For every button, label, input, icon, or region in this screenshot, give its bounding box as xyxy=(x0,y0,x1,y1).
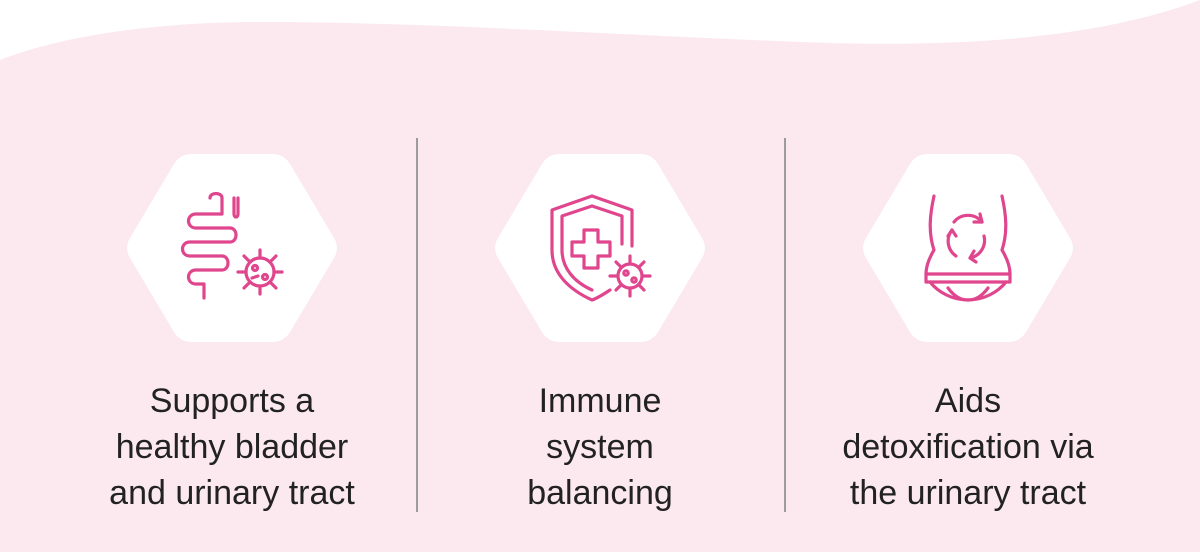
hexagon-shape xyxy=(127,154,337,342)
benefit-description: Aids detoxification via the urinary trac… xyxy=(842,382,1094,512)
column-divider xyxy=(416,138,418,512)
intestine-bacteria-icon xyxy=(180,191,284,300)
hexagon-badge xyxy=(490,150,710,346)
hexagon-shape xyxy=(863,154,1073,342)
hexagon-shape xyxy=(495,154,705,342)
top-wave-decoration xyxy=(0,0,1200,60)
benefit-description: Immune system balancing xyxy=(527,382,673,512)
body-detox-cycle-icon xyxy=(924,194,1012,302)
column-divider xyxy=(784,138,786,512)
hexagon-badge xyxy=(122,150,342,346)
benefit-card-detox: Aids detoxification via the urinary trac… xyxy=(784,150,1152,530)
benefit-description: Supports a healthy bladder and urinary t… xyxy=(109,382,355,512)
benefit-card-bladder: Supports a healthy bladder and urinary t… xyxy=(48,150,416,530)
shield-virus-icon xyxy=(550,194,652,302)
hexagon-badge xyxy=(858,150,1078,346)
benefit-card-immune: Immune system balancing xyxy=(416,150,784,530)
